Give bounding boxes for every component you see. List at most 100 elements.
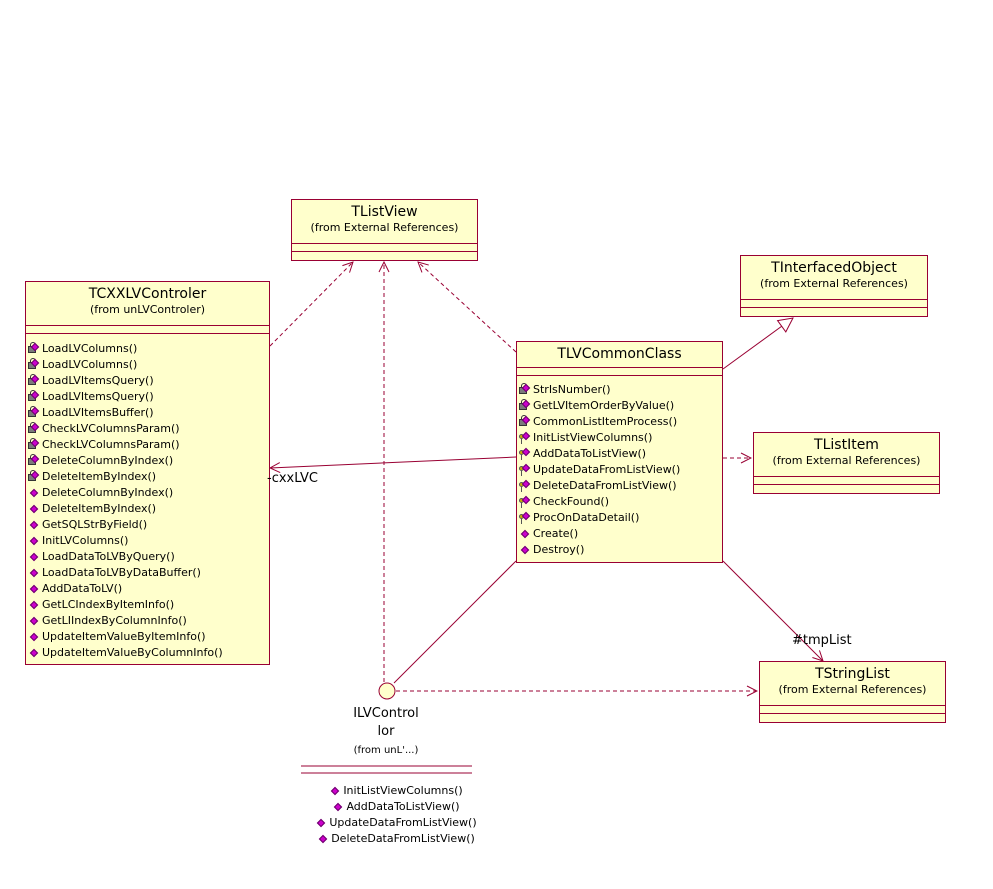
private-lock-icon (28, 342, 40, 355)
operation-item[interactable]: CheckLVColumnsParam() (28, 437, 267, 453)
operations-list: StrIsNumber() GetLVItemOrderByValue() Comm… (519, 382, 720, 558)
interface-lollipop-icon (378, 682, 396, 700)
private-lock-icon (519, 383, 531, 396)
private-lock-icon (28, 390, 40, 403)
operation-item[interactable]: UpdateItemValueByColumnInfo() (28, 645, 267, 661)
protected-key-icon (519, 479, 531, 492)
operations-divider (517, 375, 722, 376)
class-tcxxlvcontroler[interactable]: TCXXLVControler (from unLVControler) Loa… (25, 281, 270, 665)
class-tinterfacedobject[interactable]: TInterfacedObject (from External Referen… (740, 255, 928, 317)
operation-item[interactable]: DeleteDataFromListView() (519, 478, 720, 494)
private-lock-icon (28, 470, 40, 483)
public-diamond-icon (28, 535, 40, 547)
operation-label: DeleteItemByIndex() (42, 470, 157, 483)
attributes-divider (26, 325, 269, 326)
operation-item[interactable]: AddDataToListView() (306, 799, 486, 815)
operation-item[interactable]: AddDataToLV() (28, 581, 267, 597)
operation-item[interactable]: InitListViewColumns() (306, 783, 486, 799)
operation-item[interactable]: GetSQLStrByField() (28, 517, 267, 533)
operation-label: GetLCIndexByItemInfo() (42, 598, 175, 611)
operations-divider (754, 484, 939, 485)
public-diamond-icon (28, 647, 40, 659)
operation-item[interactable]: Create() (519, 526, 720, 542)
operation-label: GetLVItemOrderByValue() (533, 399, 675, 412)
operation-label: LoadDataToLVByDataBuffer() (42, 566, 201, 579)
operation-item[interactable]: LoadLVItemsBuffer() (28, 405, 267, 421)
operation-item[interactable]: DeleteItemByIndex() (28, 469, 267, 485)
operation-item[interactable]: GetLIIndexByColumnInfo() (28, 613, 267, 629)
operation-label: UpdateDataFromListView() (533, 463, 681, 476)
operation-item[interactable]: GetLVItemOrderByValue() (519, 398, 720, 414)
attributes-divider (741, 299, 927, 300)
generalization-commonclass-to-interfacedobject (722, 318, 793, 370)
role-label-tmplist: #tmpList (792, 633, 852, 648)
operation-item[interactable]: ProcOnDataDetail() (519, 510, 720, 526)
operation-item[interactable]: UpdateDataFromListView() (519, 462, 720, 478)
operation-item[interactable]: DeleteColumnByIndex() (28, 453, 267, 469)
class-tlvcommonclass[interactable]: TLVCommonClass StrIsNumber()GetLVItemOrd… (516, 341, 723, 563)
private-lock-icon (519, 415, 531, 428)
public-diamond-icon (28, 615, 40, 627)
class-package: (from External References) (772, 454, 921, 467)
operation-label: DeleteDataFromListView() (533, 479, 677, 492)
private-lock-icon (519, 399, 531, 412)
interface-ilvcontrollor[interactable]: ILVControl lor (from unL'...) (340, 705, 432, 758)
public-diamond-icon (28, 551, 40, 563)
operation-label: GetLIIndexByColumnInfo() (42, 614, 187, 627)
operation-item[interactable]: Destroy() (519, 542, 720, 558)
operation-item[interactable]: LoadLVColumns() (28, 341, 267, 357)
operation-item[interactable]: LoadLVColumns() (28, 357, 267, 373)
operation-label: LoadDataToLVByQuery() (42, 550, 175, 563)
class-package: (from External References) (310, 221, 459, 234)
operations-divider (26, 333, 269, 334)
operation-item[interactable]: CheckLVColumnsParam() (28, 421, 267, 437)
class-name: TListView (351, 204, 418, 220)
operation-label: DeleteItemByIndex() (42, 502, 157, 515)
operation-label: AddDataToListView() (533, 447, 647, 460)
class-tstringlist[interactable]: TStringList (from External References) (759, 661, 946, 723)
protected-key-icon (519, 495, 531, 508)
public-diamond-icon (28, 631, 40, 643)
operation-item[interactable]: GetLCIndexByItemInfo() (28, 597, 267, 613)
operations-divider (741, 307, 927, 308)
protected-key-icon (519, 463, 531, 476)
operation-label: DeleteColumnByIndex() (42, 486, 174, 499)
class-name: TListItem (814, 437, 879, 453)
operation-label: DeleteDataFromListView() (331, 832, 475, 845)
operation-item[interactable]: LoadDataToLVByDataBuffer() (28, 565, 267, 581)
operation-label: CheckLVColumnsParam() (42, 438, 180, 451)
protected-key-icon (519, 447, 531, 460)
operation-item[interactable]: AddDataToListView() (519, 446, 720, 462)
operation-item[interactable]: UpdateDataFromListView() (306, 815, 486, 831)
operation-item[interactable]: LoadDataToLVByQuery() (28, 549, 267, 565)
operation-item[interactable]: LoadLVItemsQuery() (28, 389, 267, 405)
operation-item[interactable]: CommonListItemProcess() (519, 414, 720, 430)
realization-commonclass-to-interface (393, 560, 517, 684)
operation-label: UpdateItemValueByColumnInfo() (42, 646, 223, 659)
operation-item[interactable]: InitLVColumns() (28, 533, 267, 549)
operation-item[interactable]: StrIsNumber() (519, 382, 720, 398)
public-diamond-icon (519, 528, 531, 540)
operation-label: CommonListItemProcess() (533, 415, 678, 428)
operation-label: InitListViewColumns() (533, 431, 653, 444)
public-diamond-icon (28, 519, 40, 531)
class-tlistview[interactable]: TListView (from External References) (291, 199, 478, 261)
operation-item[interactable]: DeleteItemByIndex() (28, 501, 267, 517)
operation-item[interactable]: CheckFound() (519, 494, 720, 510)
operation-label: StrIsNumber() (533, 383, 611, 396)
operation-item[interactable]: UpdateItemValueByItemInfo() (28, 629, 267, 645)
protected-key-icon (519, 431, 531, 444)
public-diamond-icon (329, 785, 341, 797)
protected-key-icon (519, 511, 531, 524)
public-diamond-icon (28, 567, 40, 579)
operations-list: LoadLVColumns()LoadLVColumns()LoadLVItem… (28, 341, 267, 661)
class-tlistitem[interactable]: TListItem (from External References) (753, 432, 940, 494)
operation-item[interactable]: DeleteColumnByIndex() (28, 485, 267, 501)
private-lock-icon (28, 374, 40, 387)
operation-label: LoadLVItemsQuery() (42, 390, 154, 403)
operation-item[interactable]: LoadLVItemsQuery() (28, 373, 267, 389)
public-diamond-icon (519, 544, 531, 556)
operation-item[interactable]: DeleteDataFromListView() (306, 831, 486, 847)
operation-item[interactable]: InitListViewColumns() (519, 430, 720, 446)
